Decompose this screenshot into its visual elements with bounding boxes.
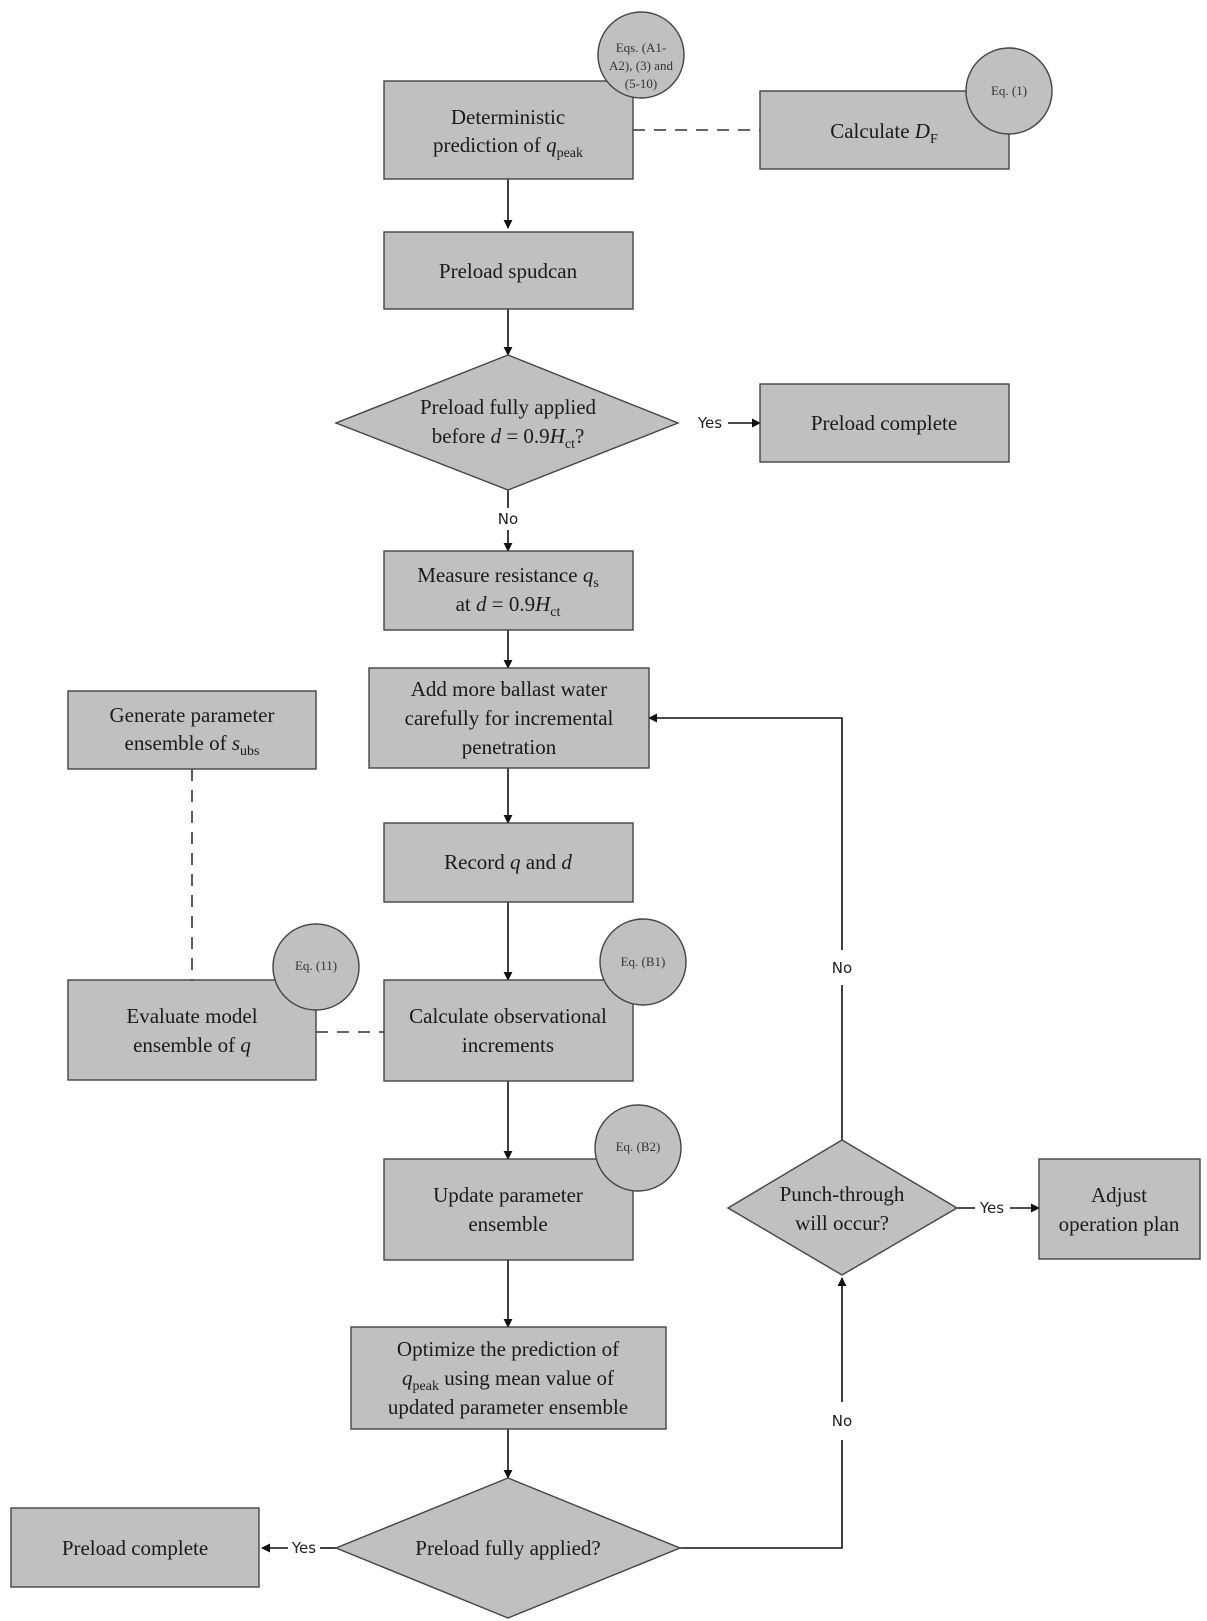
equation-circles [272,11,1053,1192]
eq-b1-text: Eq. (B1) [621,954,666,969]
record-text: Record q and d [444,850,572,874]
node-preload-spudcan [383,231,634,310]
deterministic-line1: Deterministic [451,105,565,129]
node-ballast [368,667,650,769]
adjust-line2: operation plan [1059,1212,1180,1236]
ballast-line2: carefully for incremental [405,706,614,730]
edge-label-yes-top: Yes [697,414,722,432]
node-update [383,1158,634,1261]
ballast-line1: Add more ballast water [411,677,608,701]
line-no-bottom-to-punch [680,1440,843,1549]
node-record [383,822,634,903]
punch-line1: Punch-through [780,1182,905,1206]
edge-label-yes-punch: Yes [979,1199,1004,1217]
preload-spudcan-text: Preload spudcan [439,259,578,283]
node-adjust [1038,1158,1201,1260]
generate-line1: Generate parameter [110,703,275,727]
preload-complete-bottom-text: Preload complete [62,1536,208,1560]
eq-a-line3: (5-10) [625,76,658,91]
eq-circle-b2 [594,1104,682,1192]
calc-df-text: Calculate DF [830,119,938,147]
adjust-line1: Adjust [1091,1183,1147,1207]
edge-label-no-top: No [498,510,518,528]
optimize-line1: Optimize the prediction of [397,1337,619,1361]
decision-top-line2: before d = 0.9Hct? [432,424,585,452]
node-preload-complete-top [759,383,1010,463]
update-line1: Update parameter [433,1183,583,1207]
ballast-line3: penetration [462,735,557,759]
deterministic-line2: prediction of qpeak [433,133,583,161]
eq-a-line2: A2), (3) and [609,58,673,73]
preload-complete-top-text: Preload complete [811,411,957,435]
eq-a-line1: Eqs. (A1- [616,40,667,55]
dashed-links [191,129,760,1033]
punch-line2: will occur? [795,1211,889,1235]
edge-label-no-bottom: No [832,1412,852,1430]
evaluate-line1: Evaluate model [126,1004,257,1028]
eq-11-text: Eq. (11) [295,958,337,973]
arrow-no-loop-to-ballast [648,713,843,950]
node-measure [383,550,634,631]
node-deterministic [383,80,634,180]
nodes [10,80,1201,1619]
node-decision-top [334,354,680,491]
node-optimize [350,1326,667,1430]
optimize-line3: updated parameter ensemble [388,1395,628,1419]
calc-obs-line2: increments [462,1033,554,1057]
optimize-line2: qpeak using mean value of [402,1366,614,1394]
eq-1-text: Eq. (1) [991,83,1027,98]
edges [261,179,1040,1553]
generate-line2: ensemble of subs [125,731,260,759]
eq-circle-b1 [599,918,687,1006]
edge-label-yes-bottom: Yes [291,1539,316,1557]
update-line2: ensemble [468,1212,547,1236]
node-punch [726,1139,959,1276]
node-generate [67,690,317,770]
evaluate-line2: ensemble of q [133,1033,251,1057]
edge-label-no-loop: No [832,959,852,977]
measure-line1: Measure resistance qs [417,563,599,591]
node-preload-complete-bottom [10,1507,260,1588]
node-calc-obs [383,979,634,1082]
calc-obs-line1: Calculate observational [409,1004,607,1028]
decision-bottom-text: Preload fully applied? [415,1536,600,1560]
node-evaluate [67,979,317,1081]
eq-b2-text: Eq. (B2) [616,1139,661,1154]
node-decision-bottom [334,1477,682,1619]
eq-circle-a [597,11,685,99]
decision-top-line1: Preload fully applied [420,395,597,419]
eq-circle-1 [965,47,1053,135]
eq-circle-11 [272,923,360,1011]
measure-line2: at d = 0.9Hct [456,592,561,620]
